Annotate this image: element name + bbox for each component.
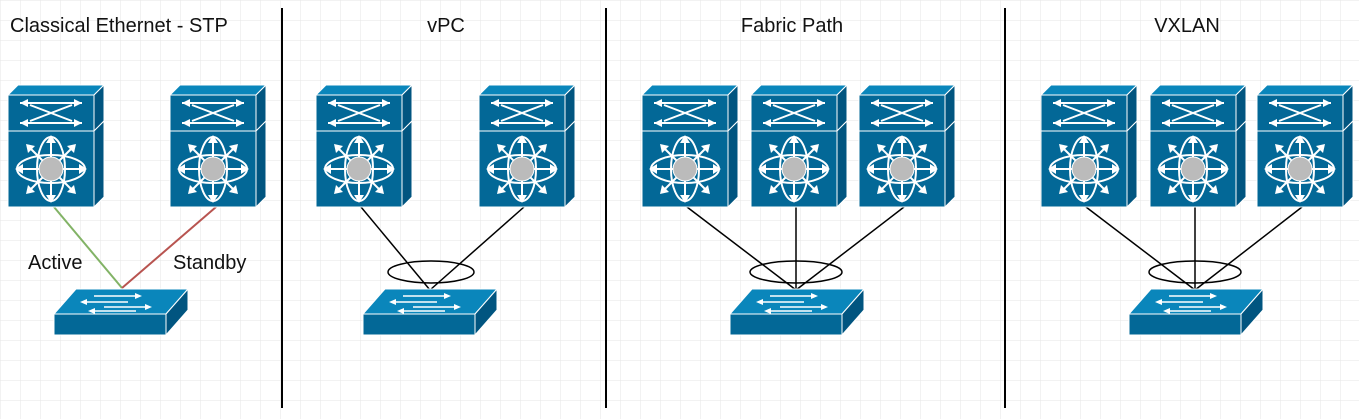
section-stp: Classical Ethernet - STP Active Standby bbox=[7, 15, 267, 336]
layer2-switch-icon bbox=[53, 288, 189, 336]
nexus-switch-icon bbox=[478, 84, 576, 208]
nexus-switch-icon bbox=[1040, 84, 1138, 208]
fabricpath-link bbox=[795, 206, 905, 291]
section-vxlan: VXLAN bbox=[1040, 15, 1354, 336]
section-title-fabricpath: Fabric Path bbox=[741, 15, 843, 37]
standby-link bbox=[121, 206, 217, 289]
section-fabricpath: Fabric Path bbox=[641, 15, 956, 336]
vxlan-link bbox=[1085, 206, 1196, 291]
nexus-switch-icon bbox=[750, 84, 848, 208]
nexus-switch-icon bbox=[1256, 84, 1354, 208]
nexus-switch-icon bbox=[858, 84, 956, 208]
port-channel-ellipse-icon bbox=[387, 260, 475, 284]
layer2-switch-icon bbox=[1128, 288, 1264, 336]
layer2-switch-icon bbox=[362, 288, 498, 336]
standby-label: Standby bbox=[173, 252, 246, 274]
section-dividers bbox=[281, 8, 1006, 408]
port-channel-ellipse-icon bbox=[749, 260, 843, 284]
nexus-switch-icon bbox=[315, 84, 413, 208]
section-title-stp: Classical Ethernet - STP bbox=[10, 15, 228, 37]
fabricpath-link bbox=[686, 206, 797, 291]
nexus-switch-icon bbox=[1149, 84, 1247, 208]
vpc-link bbox=[429, 206, 525, 291]
section-title-vpc: vPC bbox=[427, 15, 465, 37]
active-label: Active bbox=[28, 252, 82, 274]
section-vpc: vPC bbox=[315, 15, 576, 336]
vxlan-link bbox=[1194, 206, 1303, 291]
layer2-switch-icon bbox=[729, 288, 865, 336]
port-channel-ellipse-icon bbox=[1148, 260, 1242, 284]
section-title-vxlan: VXLAN bbox=[1154, 15, 1220, 37]
nexus-switch-icon bbox=[169, 84, 267, 208]
nexus-switch-icon bbox=[641, 84, 739, 208]
vpc-link bbox=[360, 206, 431, 291]
active-link bbox=[53, 206, 123, 289]
nexus-switch-icon bbox=[7, 84, 105, 208]
